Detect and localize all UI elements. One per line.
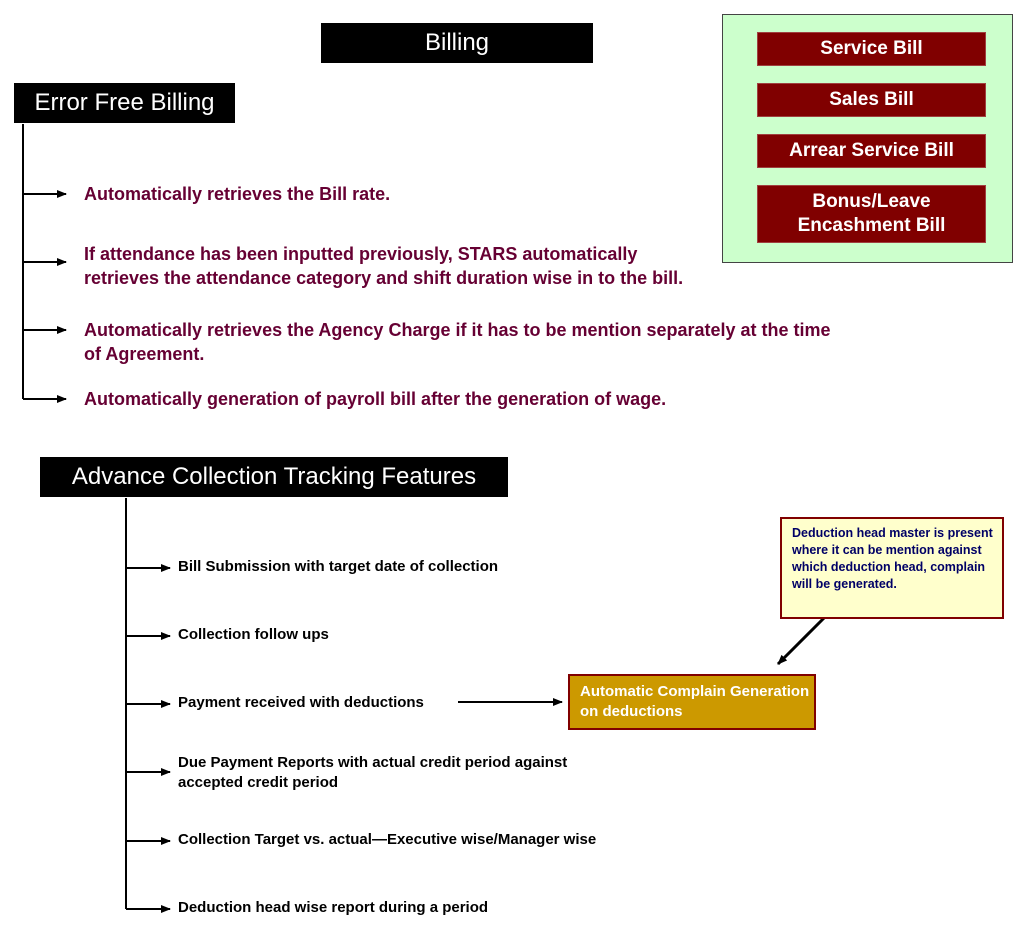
automatic-complain-box: Automatic Complain Generation on deducti…	[568, 674, 816, 730]
arrear-service-bill-button[interactable]: Arrear Service Bill	[757, 134, 986, 168]
deduction-head-note: Deduction head master is present where i…	[780, 517, 1004, 619]
advance-item-1: Bill Submission with target date of coll…	[178, 558, 499, 575]
error-free-billing-title: Error Free Billing	[14, 83, 235, 123]
arrear-service-bill-label: Arrear Service Bill	[789, 140, 954, 161]
error-free-item-2: If attendance has been inputted previous…	[84, 244, 684, 288]
bonus-leave-encashment-bill-button[interactable]: Bonus/Leave Encashment Bill	[757, 185, 986, 243]
error-free-item-4: Automatically generation of payroll bill…	[84, 389, 667, 409]
automatic-complain-text: Automatic Complain Generation on deducti…	[580, 683, 810, 720]
sales-bill-label: Sales Bill	[829, 89, 914, 110]
bonus-leave-encashment-bill-label: Bonus/Leave Encashment Bill	[797, 191, 946, 236]
advance-collection-title: Advance Collection Tracking Features	[40, 457, 508, 497]
advance-item-5: Collection Target vs. actual—Executive w…	[178, 831, 597, 848]
note-to-complain-arrow	[776, 616, 826, 666]
billing-title-text: Billing	[424, 29, 490, 56]
advance-item-3: Payment received with deductions	[178, 694, 424, 711]
sales-bill-button[interactable]: Sales Bill	[757, 83, 986, 117]
advance-item-4: Due Payment Reports with actual credit p…	[178, 754, 568, 791]
error-free-item-3: Automatically retrieves the Agency Charg…	[84, 320, 831, 364]
error-free-item-1: Automatically retrieves the Bill rate.	[84, 184, 391, 204]
error-free-billing-title-text: Error Free Billing	[34, 89, 215, 116]
bill-types-panel: Service Bill Sales Bill Arrear Service B…	[722, 14, 1013, 263]
advance-item-6: Deduction head wise report during a peri…	[178, 899, 489, 916]
advance-item-2: Collection follow ups	[178, 626, 329, 643]
deduction-head-note-text: Deduction head master is present where i…	[792, 526, 993, 591]
billing-title: Billing	[321, 23, 593, 63]
service-bill-button[interactable]: Service Bill	[757, 32, 986, 66]
advance-collection-title-text: Advance Collection Tracking Features	[71, 463, 477, 490]
service-bill-label: Service Bill	[820, 38, 923, 59]
